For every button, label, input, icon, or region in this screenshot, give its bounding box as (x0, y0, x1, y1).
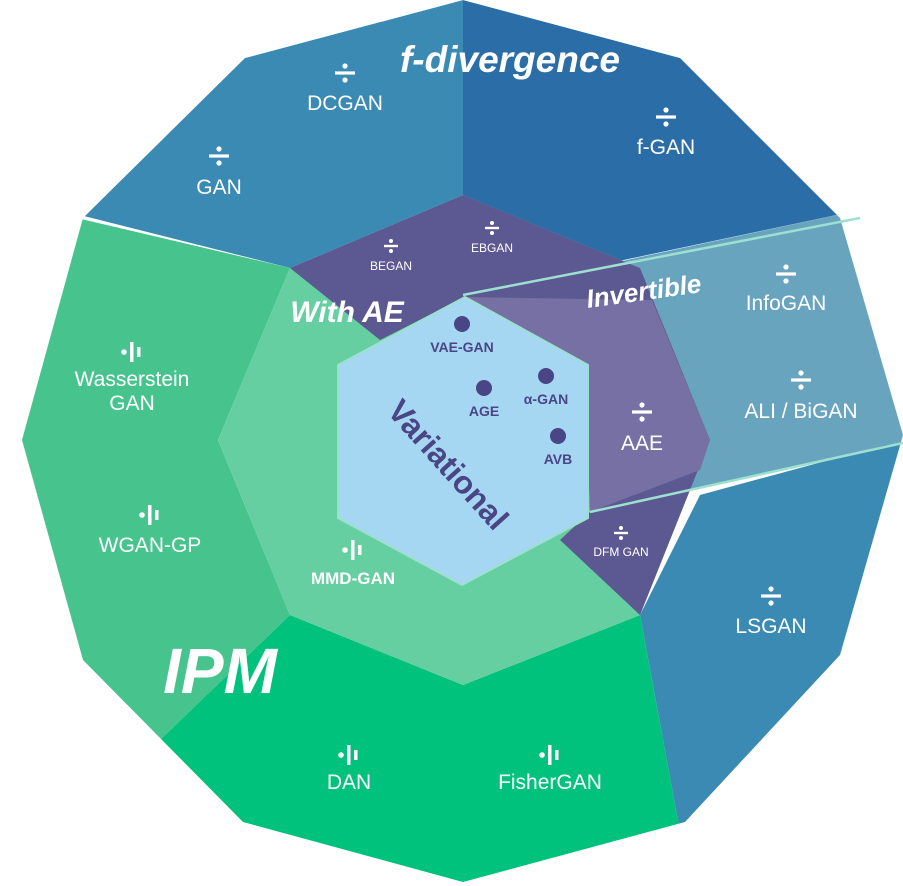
model-label: DCGAN (307, 92, 383, 115)
model-label: GAN (109, 392, 155, 415)
model-infogan: InfoGAN (746, 264, 827, 315)
model-aae: AAE (621, 402, 663, 455)
model-lsgan: LSGAN (735, 586, 807, 638)
dot-icon (550, 428, 566, 444)
dot-icon (538, 368, 554, 384)
with-ae-title: With AE (290, 296, 405, 329)
dot-icon (454, 316, 470, 332)
model-age: AGE (469, 380, 499, 419)
model-dan: DAN (327, 745, 371, 794)
model-label: AAE (621, 432, 663, 455)
model-label: GAN (196, 176, 242, 199)
model-began: BEGAN (370, 239, 412, 273)
model-label: α-GAN (524, 391, 568, 407)
model-mmd-gan: MMD-GAN (311, 540, 395, 588)
dot-icon (476, 380, 492, 396)
model-label: LSGAN (735, 615, 806, 638)
ipm-outer-region (22, 200, 290, 760)
model-gan: GAN (196, 146, 242, 199)
model-label: WGAN-GP (99, 534, 202, 557)
model-ebgan: EBGAN (471, 221, 513, 255)
model-fishergan: FisherGAN (498, 745, 602, 794)
model-label: MMD-GAN (311, 569, 395, 588)
model-dfm-gan: DFM GAN (593, 526, 649, 559)
model-wgan-gp: WGAN-GP (99, 505, 202, 557)
model-label: AGE (469, 403, 499, 419)
model-label: AVB (544, 451, 573, 467)
variational-region (337, 295, 589, 587)
model-vae-gan: VAE-GAN (430, 316, 494, 355)
f-divergence-right-region (463, 0, 860, 265)
model-dcgan: DCGAN (307, 63, 383, 115)
ipm-title: IPM (163, 635, 278, 707)
model-label: DFM GAN (593, 545, 648, 559)
model-fgan: f-GAN (637, 107, 695, 159)
model-ali-bigan: ALI / BiGAN (744, 370, 858, 423)
f-divergence-title: f-divergence (400, 39, 620, 80)
model-label: ALI / BiGAN (744, 400, 857, 423)
model-label: f-GAN (637, 136, 695, 159)
model-wasserstein-gan: Wasserstein GAN (75, 342, 190, 415)
ipm-bottom-region (150, 615, 690, 882)
model-label: BEGAN (370, 259, 412, 273)
model-label: VAE-GAN (430, 339, 494, 355)
model-avb: AVB (544, 428, 573, 467)
model-label: DAN (327, 771, 371, 794)
model-label: InfoGAN (746, 292, 827, 315)
model-label: EBGAN (471, 241, 513, 255)
model-label: Wasserstein (75, 368, 190, 391)
f-divergence-left-region (60, 0, 463, 268)
model-label: FisherGAN (498, 771, 602, 794)
model-alpha-gan: α-GAN (524, 368, 568, 407)
